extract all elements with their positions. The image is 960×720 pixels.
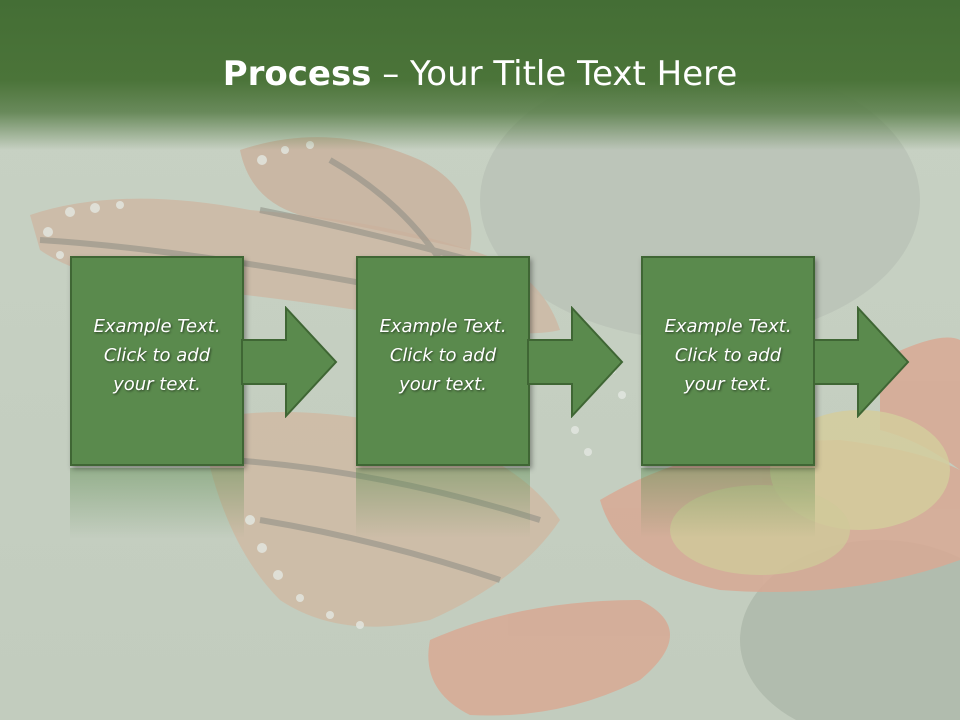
title-bar bbox=[0, 0, 960, 150]
step-3-text[interactable]: Example Text. Click to add your text. bbox=[664, 316, 792, 395]
process-step-2[interactable]: Example Text. Click to add your text. bbox=[356, 256, 530, 466]
step-2-text[interactable]: Example Text. Click to add your text. bbox=[379, 316, 507, 395]
step-3-box[interactable]: Example Text. Click to add your text. bbox=[641, 256, 815, 466]
title-bold-text: Process bbox=[222, 54, 372, 94]
process-step-3[interactable]: Example Text. Click to add your text. bbox=[641, 256, 815, 466]
step-3-reflection bbox=[641, 468, 815, 538]
slide-title[interactable]: Process – Your Title Text Here bbox=[0, 52, 960, 96]
process-step-1[interactable]: Example Text. Click to add your text. bbox=[70, 256, 244, 466]
step-2-arrow bbox=[527, 306, 624, 418]
step-1-box[interactable]: Example Text. Click to add your text. bbox=[70, 256, 244, 466]
step-1-text[interactable]: Example Text. Click to add your text. bbox=[93, 316, 221, 395]
step-2-box[interactable]: Example Text. Click to add your text. bbox=[356, 256, 530, 466]
step-2-reflection bbox=[356, 468, 530, 538]
title-rest-text: – Your Title Text Here bbox=[371, 54, 738, 94]
step-1-reflection bbox=[70, 468, 244, 538]
step-1-arrow bbox=[241, 306, 338, 418]
step-3-arrow bbox=[813, 306, 910, 418]
